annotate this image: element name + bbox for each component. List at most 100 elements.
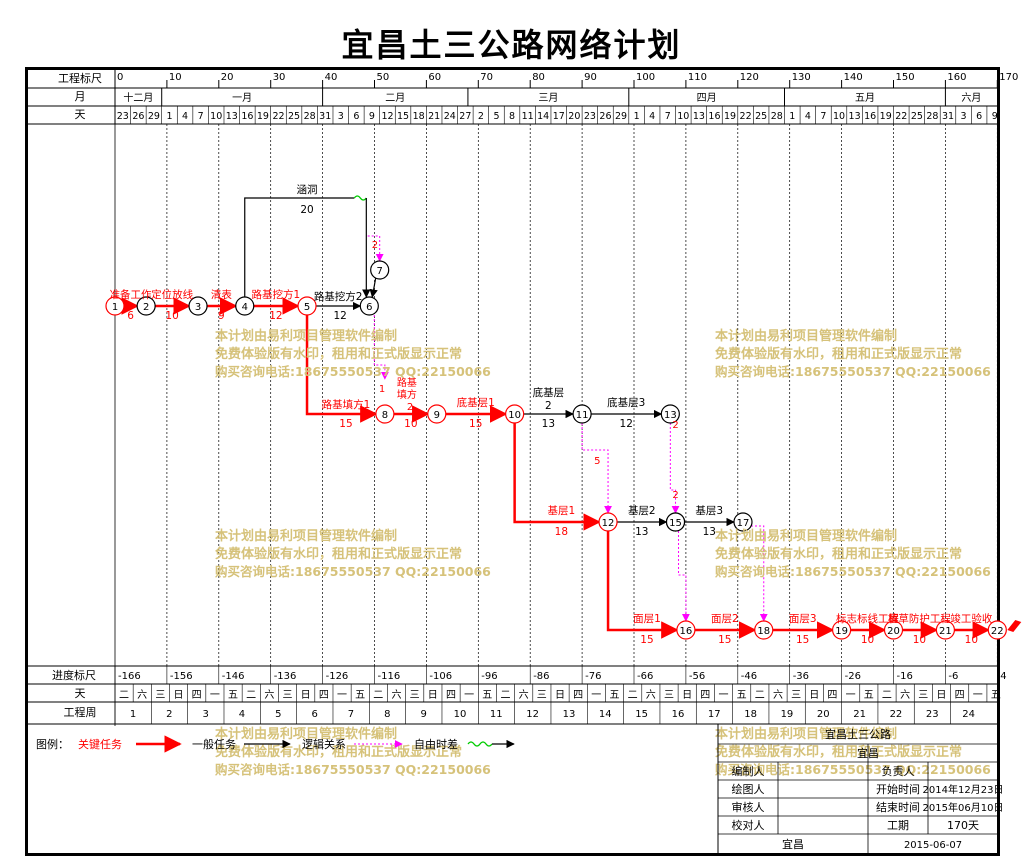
task-duration-label: 12 (620, 418, 633, 430)
weekday-cell: 三 (282, 690, 292, 701)
month-label: 月 (75, 90, 86, 103)
weekday-cell: 三 (664, 690, 674, 701)
network-node (598, 512, 618, 532)
task-name-label: 准备工作 (110, 288, 152, 301)
network-node-number: 13 (664, 410, 677, 421)
task-name-label: 植草防护工程 (888, 612, 951, 625)
network-node-number: 21 (939, 626, 952, 637)
network-node (297, 296, 317, 316)
task-name-label: 定位放线 (151, 288, 193, 301)
day-cell: 19 (257, 111, 269, 122)
day-cell: 10 (833, 111, 845, 122)
week-cell: 13 (563, 709, 576, 720)
task-duration-label: 10 (861, 634, 874, 646)
weekday-cell: 五 (864, 690, 874, 701)
task-duration-label: 13 (635, 526, 648, 538)
day-cell: 28 (926, 111, 938, 122)
week-cell: 8 (384, 709, 390, 720)
weekday-cell: 六 (137, 689, 147, 701)
progress-tick-label: -96 (481, 671, 497, 682)
progress-tick-label: -106 (429, 671, 452, 682)
network-node-number: 12 (602, 518, 615, 529)
progress-tick-label: -116 (378, 671, 401, 682)
watermark-block: 本计划由易利项目管理软件编制免费体验版有水印，租用和正式版显示正常购买咨询电话:… (215, 328, 491, 379)
scale-tick-label: 130 (792, 72, 811, 83)
watermark-line: 免费体验版有水印，租用和正式版显示正常 (215, 546, 462, 562)
weekday-cell: 六 (264, 689, 274, 701)
network-node (665, 512, 686, 532)
legend-float-zigzag (467, 741, 493, 747)
watermark-line: 免费体验版有水印，租用和正式版显示正常 (715, 346, 962, 362)
day-cell: 9 (992, 111, 998, 122)
day-cell: 7 (665, 111, 671, 122)
network-node-number: 7 (377, 266, 383, 277)
day-cell: 10 (210, 111, 222, 122)
task-duration-label: 13 (703, 526, 716, 538)
day-cell: 22 (740, 111, 752, 122)
week-cell: 14 (599, 709, 612, 720)
info-end-value: 2015年06月10日 (923, 801, 1004, 814)
progress-tick-label: -76 (585, 671, 601, 682)
progress-tick-label: -36 (793, 671, 809, 682)
day-cell: 16 (864, 111, 876, 122)
week-cell: 15 (635, 709, 648, 720)
weekday-cell: 五 (609, 690, 619, 701)
weekday-cell: 四 (573, 690, 583, 701)
day-cell: 25 (755, 111, 767, 122)
weekday-cell: 日 (555, 690, 565, 701)
weekday-cell: 一 (846, 690, 856, 701)
weekday-cell: 一 (464, 690, 474, 701)
week-cell: 19 (781, 709, 794, 720)
day-cell: 13 (226, 111, 238, 122)
task-name-label: 面层3 (789, 613, 817, 625)
weekday-label: 天 (75, 687, 86, 700)
day-label: 天 (75, 108, 86, 121)
network-node (572, 404, 592, 424)
day-cell: 27 (459, 111, 471, 122)
weekday-cell: 一 (337, 690, 347, 701)
task-duration-label: 20 (300, 204, 313, 216)
day-cell: 10 (677, 111, 689, 122)
normal-arrow (244, 197, 355, 297)
progress-tick-label: -166 (118, 671, 141, 682)
day-cell: 4 (649, 111, 655, 122)
task-name-label: 涵洞 (297, 183, 318, 196)
network-node-number: 16 (680, 626, 693, 637)
progress-tick-label: -46 (741, 671, 757, 682)
info-drawer-label: 绘图人 (732, 782, 765, 796)
network-node-number: 22 (991, 626, 1004, 637)
task-duration-label: 10 (165, 310, 178, 322)
weekday-cell: 一 (591, 690, 601, 701)
info-footer-date: 2015-06-07 (904, 840, 962, 851)
info-end-label: 结束时间 (876, 801, 920, 814)
watermark-line: 购买咨询电话:18675550537 QQ:22150066 (715, 364, 991, 379)
weekday-cell: 日 (428, 690, 438, 701)
info-duration-label: 工期 (887, 819, 909, 832)
day-cell: 26 (132, 111, 144, 122)
scale-tick-label: 70 (480, 72, 493, 83)
watermark-line: 购买咨询电话:18675550537 QQ:22150066 (215, 364, 491, 379)
scale-tick-label: 10 (169, 72, 182, 83)
info-place: 宜昌 (857, 746, 879, 760)
day-cell: 23 (584, 111, 596, 122)
info-duration-value: 170天 (947, 819, 979, 832)
day-cell: 3 (338, 111, 344, 122)
network-node-number: 3 (195, 302, 201, 313)
network-node (136, 296, 156, 316)
day-cell: 7 (198, 111, 204, 122)
day-cell: 1 (634, 111, 640, 122)
task-name-label: 底基层1 (457, 396, 495, 409)
weekday-cell: 日 (809, 690, 819, 701)
scale-tick-label: 110 (688, 72, 707, 83)
network-node-number: 4 (242, 302, 248, 313)
weekday-cell: 五 (991, 690, 1001, 701)
day-cell: 15 (397, 111, 409, 122)
day-cell: 26 (599, 111, 611, 122)
scale-tick-label: 50 (377, 72, 390, 83)
week-cell: 21 (853, 709, 866, 720)
weekday-cell: 二 (882, 690, 892, 701)
progress-tick-label: -126 (326, 671, 349, 682)
weekday-cell: 日 (682, 690, 692, 701)
weekday-cell: 二 (119, 690, 129, 701)
scale-tick-label: 30 (273, 72, 286, 83)
